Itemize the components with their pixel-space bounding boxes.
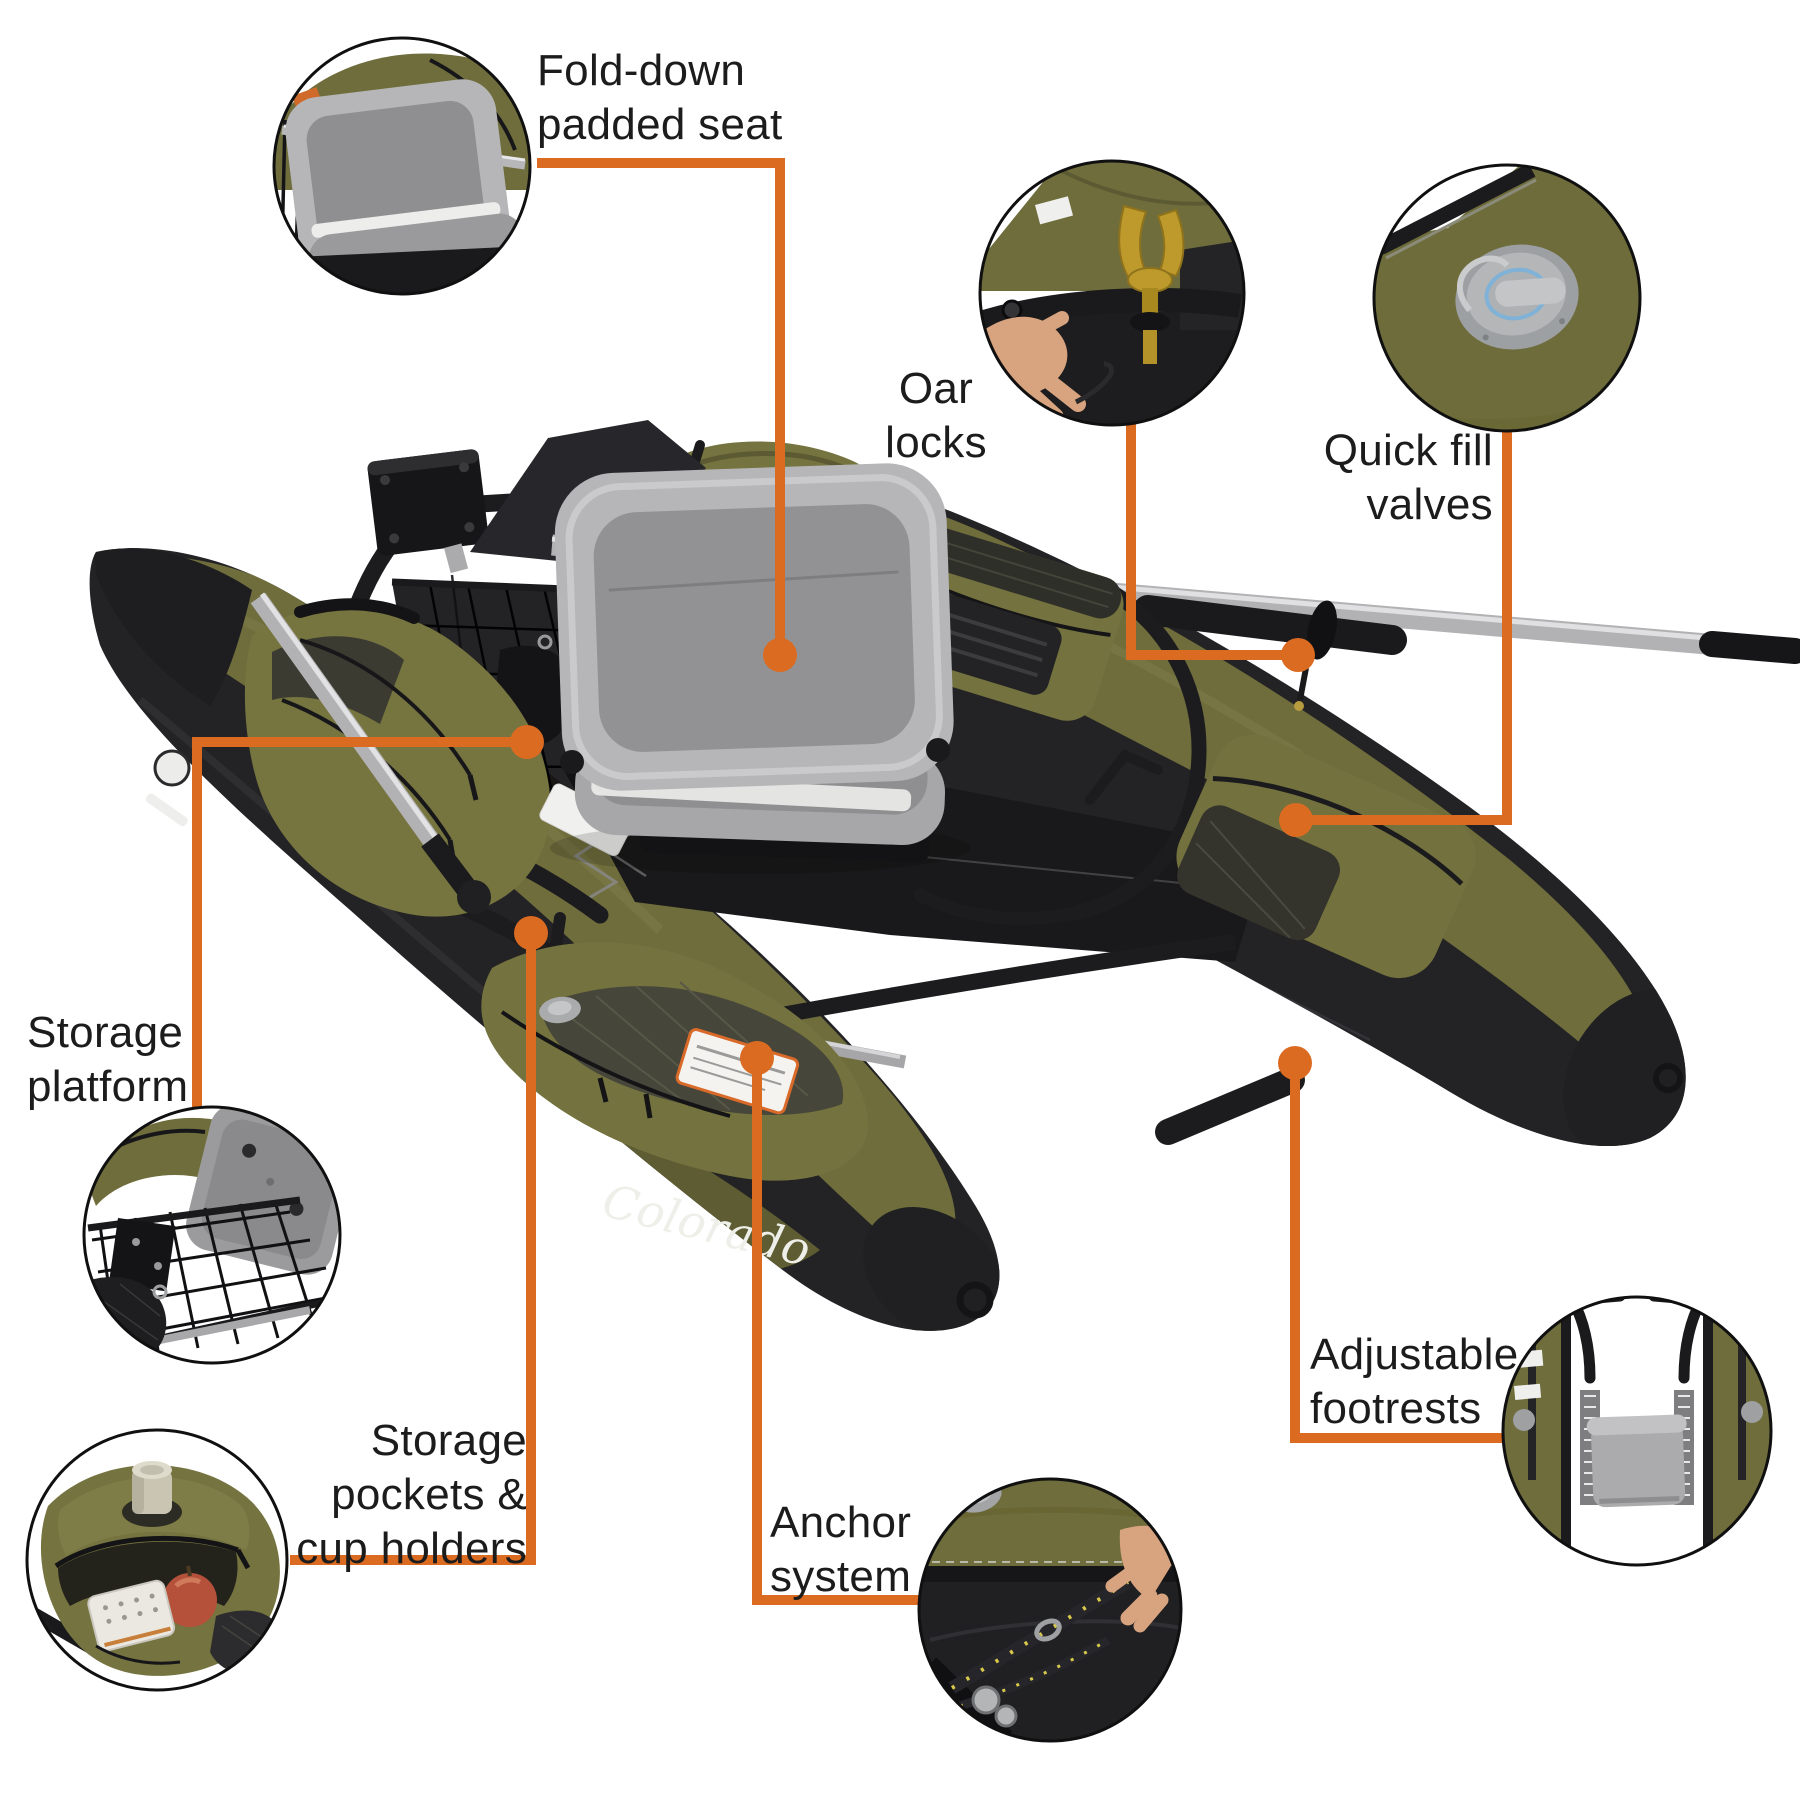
left-pontoon-d-ring xyxy=(956,1281,994,1319)
label-adjustable-footrests: Adjustable footrests xyxy=(1310,1328,1518,1436)
dot-oar-locks xyxy=(1281,638,1315,672)
label-line: Fold-down xyxy=(537,46,746,95)
callout-circle-footrests xyxy=(1501,1295,1773,1567)
oar-lock-collar xyxy=(1306,600,1338,660)
label-line: Adjustable xyxy=(1310,1330,1519,1379)
brass-oar-lock xyxy=(1118,204,1185,364)
dot-quick-fill xyxy=(1279,803,1313,837)
footrest-plate xyxy=(1586,1414,1687,1508)
footrest-peg xyxy=(1155,1067,1305,1145)
label-line: system xyxy=(770,1552,912,1601)
fold-down-seat xyxy=(550,463,970,874)
label-line: locks xyxy=(885,418,987,467)
front-storage-bag-left xyxy=(481,942,869,1181)
label-line: cup holders xyxy=(296,1524,527,1573)
label-line: Quick fill xyxy=(1323,426,1493,475)
label-storage-pockets-cup-holders: Storage pockets & cup holders xyxy=(267,1414,527,1576)
brand-logo-badge xyxy=(153,749,191,787)
connector-footrests xyxy=(1290,1063,1505,1443)
dot-storage-platform xyxy=(510,725,544,759)
callout-circle-anchor xyxy=(917,1477,1183,1743)
label-line: footrests xyxy=(1310,1384,1482,1433)
pontoon-boat: Colorado xyxy=(89,420,1800,1331)
label-line: Oar xyxy=(898,364,974,413)
warning-label xyxy=(675,1027,800,1115)
label-fold-down-padded-seat: Fold-down padded seat xyxy=(537,44,783,152)
quick-fill-valve xyxy=(1455,244,1579,350)
label-storage-platform: Storage platform xyxy=(27,1006,188,1114)
label-quick-fill-valves: Quick fill valves xyxy=(1324,424,1493,532)
fly-box xyxy=(87,1579,176,1652)
label-line: Storage xyxy=(370,1416,527,1465)
callout-circle-quick-fill xyxy=(1372,163,1642,433)
callout-connectors xyxy=(192,158,1512,1605)
right-pontoon-d-ring xyxy=(1653,1063,1683,1093)
connector-storage-pockets xyxy=(290,933,536,1565)
callout-circle-storage-platform xyxy=(82,1105,342,1365)
motor-mount-plate xyxy=(367,449,489,556)
label-line: platform xyxy=(27,1062,189,1111)
label-anchor-system: Anchor system xyxy=(770,1496,911,1604)
dot-padded-seat xyxy=(763,638,797,672)
connector-storage-platform xyxy=(192,737,527,1112)
label-line: Anchor xyxy=(770,1498,912,1547)
front-storage-bag-right xyxy=(1176,734,1476,979)
callout-dots xyxy=(510,638,1315,1080)
callout-circle-storage-pockets xyxy=(25,1428,289,1692)
dot-anchor xyxy=(740,1041,774,1075)
label-line: Storage xyxy=(27,1008,184,1057)
pulley-block xyxy=(443,543,469,574)
dot-storage-pockets xyxy=(514,916,548,950)
drink-can xyxy=(132,1461,172,1514)
label-oar-locks: Oar locks xyxy=(846,362,1026,470)
left-pontoon-valve xyxy=(539,996,581,1024)
connector-quick-fill xyxy=(1296,429,1512,825)
label-line: padded seat xyxy=(537,100,783,149)
oar-foam-grip xyxy=(1133,595,1407,655)
label-line: pockets & xyxy=(331,1470,527,1519)
label-line: valves xyxy=(1366,480,1493,529)
dot-footrests xyxy=(1278,1046,1312,1080)
oar-grip-knob xyxy=(457,880,491,914)
connector-oar-locks xyxy=(1126,424,1298,660)
connector-anchor xyxy=(752,1058,919,1605)
connector-padded-seat xyxy=(537,158,785,655)
callout-circle-padded-seat xyxy=(272,36,532,296)
